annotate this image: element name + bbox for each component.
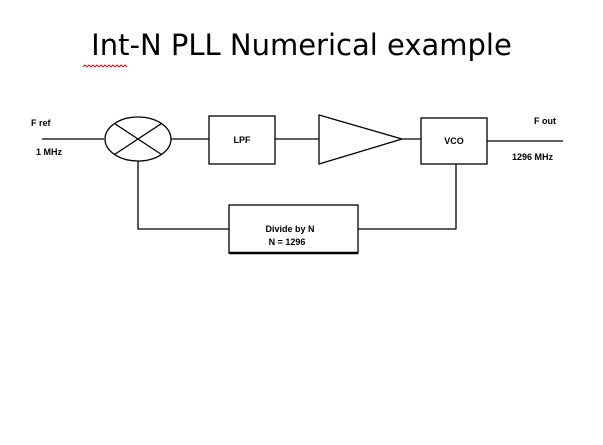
fref-value: 1 MHz xyxy=(36,147,63,157)
divider-block xyxy=(228,204,359,254)
fout-label: F out xyxy=(534,116,556,126)
fout-value: 1296 MHz xyxy=(512,152,554,162)
slide-title: Int-N PLL Numerical example xyxy=(91,28,512,62)
vco-label: VCO xyxy=(444,136,464,146)
lpf-label: LPF xyxy=(234,135,252,145)
fref-label: F ref xyxy=(31,118,52,128)
lpf-block xyxy=(208,115,276,165)
feedback-wire-divider-to-mixer xyxy=(137,161,229,230)
divider-label-line2: N = 1296 xyxy=(269,237,306,247)
phase-detector-mixer xyxy=(104,116,172,162)
divider-label-line1: Divide by N xyxy=(265,224,314,234)
spellcheck-underline xyxy=(83,64,127,68)
feedback-wire-vco-to-divider xyxy=(358,164,457,230)
amplifier-triangle xyxy=(318,114,405,165)
vco-block xyxy=(420,117,488,165)
